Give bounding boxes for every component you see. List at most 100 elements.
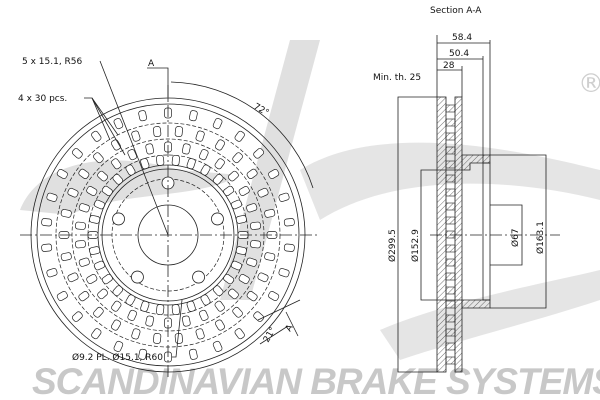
vent-hole bbox=[230, 260, 243, 271]
vent-hole bbox=[215, 319, 225, 331]
vent-hole bbox=[56, 291, 68, 301]
vent-hole bbox=[234, 328, 245, 340]
section-mark-bottom: A bbox=[284, 322, 296, 333]
vent-hole bbox=[212, 173, 224, 185]
vent-hole bbox=[181, 315, 191, 327]
dim-299-5-label: Ø299.5 bbox=[387, 229, 398, 262]
section-mark-top: A bbox=[148, 59, 155, 69]
vent-hole bbox=[140, 300, 150, 312]
vent-hole bbox=[75, 221, 86, 230]
vent-hole bbox=[75, 240, 86, 249]
vent-hole bbox=[278, 268, 290, 278]
vent-hole bbox=[56, 169, 68, 179]
section-title: Section A-A bbox=[430, 6, 482, 16]
vent-hole bbox=[212, 285, 224, 297]
vent-hole bbox=[174, 332, 183, 344]
vent-hole bbox=[127, 309, 137, 321]
vent-hole bbox=[145, 315, 155, 327]
vent-rib bbox=[445, 356, 456, 365]
vent-holes-label: 4 x 30 pcs. bbox=[18, 94, 67, 104]
vent-hole bbox=[212, 340, 223, 352]
vent-hole bbox=[186, 300, 196, 312]
vent-hole bbox=[86, 274, 98, 284]
vent-hole bbox=[111, 158, 122, 170]
vent-hole bbox=[86, 186, 98, 196]
angle-21-label: 21° bbox=[262, 326, 279, 345]
vent-hole bbox=[257, 187, 269, 198]
vent-hole bbox=[246, 203, 258, 213]
vent-rib bbox=[445, 132, 456, 141]
vent-hole bbox=[253, 148, 265, 159]
vent-hole bbox=[89, 215, 101, 224]
dim-163-1-label: Ø163.1 bbox=[535, 221, 546, 254]
vent-hole bbox=[111, 319, 121, 331]
vent-hole bbox=[235, 215, 247, 224]
vent-hole bbox=[41, 243, 53, 252]
vent-rib bbox=[445, 244, 456, 253]
small-holes-label: Ø9.2 PL. Ø15.1, R60 bbox=[72, 352, 163, 363]
vent-hole bbox=[93, 260, 106, 271]
vent-hole bbox=[246, 291, 258, 302]
vent-hole bbox=[223, 273, 235, 285]
vent-hole bbox=[235, 246, 247, 255]
vent-rib bbox=[445, 272, 456, 281]
vent-hole bbox=[46, 192, 58, 202]
vent-hole bbox=[89, 246, 101, 255]
min-thickness-label: Min. th. 25 bbox=[373, 73, 421, 83]
vent-hole bbox=[113, 118, 124, 130]
vent-hole bbox=[67, 272, 79, 283]
vent-hole bbox=[174, 126, 183, 138]
vent-hole bbox=[214, 158, 225, 170]
disc-front-view: 5 x 15.1, R56 4 x 30 pcs. Ø9.2 PL. Ø15.1… bbox=[18, 57, 320, 380]
bolt-holes bbox=[112, 176, 224, 284]
vent-rib bbox=[445, 258, 456, 267]
vent-holes bbox=[41, 107, 295, 363]
bolt-holes-label: 5 x 15.1, R56 bbox=[22, 57, 83, 67]
vent-hole bbox=[91, 130, 102, 142]
vent-hole bbox=[71, 311, 83, 322]
bolt-hole bbox=[192, 270, 205, 284]
vent-rib bbox=[445, 202, 456, 211]
vent-hole bbox=[238, 274, 250, 284]
registered-mark: ® bbox=[578, 69, 600, 99]
vent-rib bbox=[445, 146, 456, 155]
vent-hole bbox=[78, 168, 90, 179]
dim-152-9 bbox=[420, 169, 462, 301]
vent-hole bbox=[138, 110, 147, 122]
bolt-hole bbox=[112, 212, 125, 226]
vent-hole bbox=[268, 291, 280, 301]
vent-hole bbox=[111, 300, 122, 312]
vent-hole bbox=[113, 340, 124, 352]
vent-hole bbox=[195, 328, 205, 340]
vent-hole bbox=[125, 294, 136, 306]
leader-bolt bbox=[99, 60, 169, 236]
dim-163-1 bbox=[490, 154, 547, 309]
vent-hole bbox=[153, 332, 162, 344]
vent-hole bbox=[238, 186, 250, 196]
vent-hole bbox=[127, 149, 137, 161]
vent-hole bbox=[283, 218, 295, 227]
vent-hole bbox=[199, 149, 209, 161]
vent-hole bbox=[232, 306, 243, 318]
section-line-bottom bbox=[285, 311, 299, 337]
hat-bottom bbox=[461, 299, 491, 309]
vent-rib bbox=[445, 118, 456, 127]
dim-299-5 bbox=[397, 96, 437, 373]
vent-hole bbox=[140, 158, 150, 170]
dim-67 bbox=[490, 204, 523, 266]
dim-67-label: Ø67 bbox=[510, 228, 521, 247]
leader-vent bbox=[91, 97, 119, 136]
vent-rib bbox=[445, 300, 456, 309]
vent-hole bbox=[230, 199, 243, 210]
vent-hole bbox=[195, 130, 205, 142]
vent-hole bbox=[156, 304, 165, 316]
vent-hole bbox=[171, 304, 180, 316]
vent-hole bbox=[212, 118, 223, 130]
vent-hole bbox=[228, 288, 239, 300]
vent-hole bbox=[228, 170, 239, 182]
vent-hole bbox=[93, 306, 104, 318]
vent-rib bbox=[445, 286, 456, 295]
vent-rib bbox=[445, 104, 456, 113]
vent-hole bbox=[181, 143, 191, 155]
